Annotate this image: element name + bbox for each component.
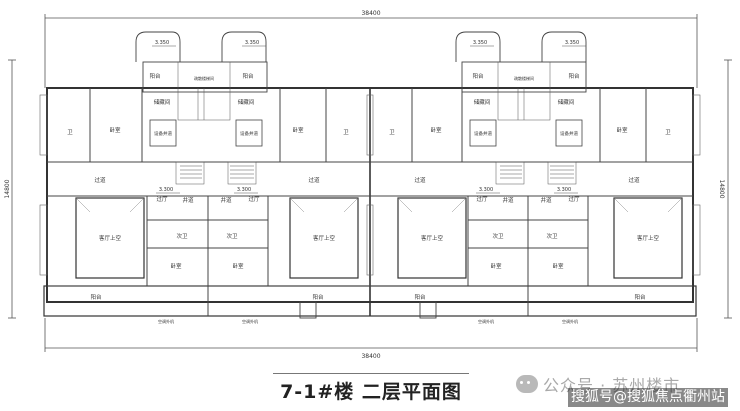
label-ac-1: 空调外机	[158, 318, 174, 324]
label-ac-3: 空调外机	[478, 318, 494, 324]
label-void-2: 客厅上空	[313, 234, 336, 242]
label-bed-7: 卧室	[490, 262, 502, 270]
void-diagonals	[75, 197, 683, 213]
label-bed-3: 卧室	[430, 126, 442, 134]
label-bath-2: 卫	[343, 129, 349, 136]
label-secbath-2: 次卫	[226, 232, 238, 240]
label-balcony-8: 阳台	[634, 293, 646, 301]
label-well-3: 井道	[502, 196, 514, 204]
level-1: 3.350	[155, 40, 169, 46]
label-bed-2: 卧室	[292, 126, 304, 134]
label-balcony-1: 阳台	[149, 72, 161, 80]
label-storage-4: 储藏间	[558, 98, 575, 106]
label-hall-1: 过厅	[156, 195, 168, 203]
label-stair-note-2: 疏散楼梯间	[514, 75, 534, 81]
label-bath-1: 卫	[67, 129, 73, 136]
level-2: 3.350	[245, 40, 259, 46]
label-hall-3: 过厅	[476, 195, 488, 203]
label-balcony-7: 阳台	[414, 293, 426, 301]
label-corridor-4: 过道	[628, 176, 640, 184]
level-marks: 3.350 3.350 3.350 3.350 3.300 3.300 3.30…	[155, 40, 579, 193]
label-bath-3: 卫	[665, 129, 671, 136]
label-storage-2: 储藏间	[238, 98, 255, 106]
dimension-top: 38400	[361, 10, 380, 17]
level-8: 3.300	[557, 187, 571, 193]
label-equip-1: 设备井道	[154, 130, 172, 137]
label-bath-4: 卫	[389, 129, 395, 136]
label-void-1: 客厅上空	[99, 234, 122, 242]
drawing-title: 7-1#楼 二层平面图	[280, 381, 462, 403]
interior-walls	[47, 88, 693, 316]
drawing-title-bar: 7-1#楼 二层平面图	[273, 373, 469, 406]
label-bed-6: 卧室	[232, 262, 244, 270]
label-storage-3: 储藏间	[474, 98, 491, 106]
label-corridor-2: 过道	[308, 176, 320, 184]
dimension-bottom: 38400	[361, 353, 380, 360]
dimension-left: 14800	[4, 179, 11, 198]
label-bed-4: 卧室	[616, 126, 628, 134]
label-corridor-3: 过道	[414, 176, 426, 184]
label-corridor-1: 过道	[94, 176, 106, 184]
label-equip-3: 设备井道	[474, 130, 492, 137]
label-well-4: 井道	[540, 196, 552, 204]
label-secbath-4: 次卫	[546, 232, 558, 240]
label-balcony-4: 阳台	[568, 72, 580, 80]
level-6: 3.300	[237, 187, 251, 193]
label-equip-4: 设备井道	[560, 130, 578, 137]
stairs	[175, 61, 577, 185]
label-secbath-3: 次卫	[492, 232, 504, 240]
label-equip-2: 设备井道	[240, 130, 258, 137]
label-bed-5: 卧室	[170, 262, 182, 270]
label-void-3: 客厅上空	[421, 234, 444, 242]
label-bed-8: 卧室	[552, 262, 564, 270]
wechat-logo-icon	[516, 375, 538, 393]
label-hall-4: 过厅	[568, 195, 580, 203]
label-ac-2: 空调外机	[242, 318, 258, 324]
label-hall-2: 过厅	[248, 195, 260, 203]
label-bed-1: 卧室	[109, 126, 121, 134]
equipment-boxes	[149, 119, 583, 147]
label-void-4: 客厅上空	[637, 234, 660, 242]
label-well-1: 井道	[182, 196, 194, 204]
level-3: 3.350	[473, 40, 487, 46]
window-strips	[39, 94, 701, 276]
label-ac-4: 空调外机	[562, 318, 578, 324]
label-balcony-3: 阳台	[472, 72, 484, 80]
living-void-rooms	[75, 197, 683, 279]
label-balcony-2: 阳台	[242, 72, 254, 80]
room-labels: 阳台 阳台 阳台 阳台 疏散楼梯间 疏散楼梯间 储藏间 储藏间 储藏间 储藏间 …	[67, 72, 671, 324]
bay-windows	[135, 31, 587, 319]
level-7: 3.300	[479, 187, 493, 193]
level-5: 3.300	[159, 187, 173, 193]
label-stair-note-1: 疏散楼梯间	[194, 75, 214, 81]
label-balcony-6: 阳台	[312, 293, 324, 301]
level-mark-lines	[152, 45, 586, 194]
label-secbath-1: 次卫	[176, 232, 188, 240]
dimension-right: 14800	[718, 179, 725, 198]
level-4: 3.350	[565, 40, 579, 46]
site-watermark: 搜狐号@搜狐焦点衢州站	[568, 388, 728, 407]
label-storage-1: 储藏间	[154, 98, 171, 106]
label-balcony-5: 阳台	[90, 293, 102, 301]
label-well-2: 井道	[220, 196, 232, 204]
dimension-lines	[8, 14, 732, 352]
